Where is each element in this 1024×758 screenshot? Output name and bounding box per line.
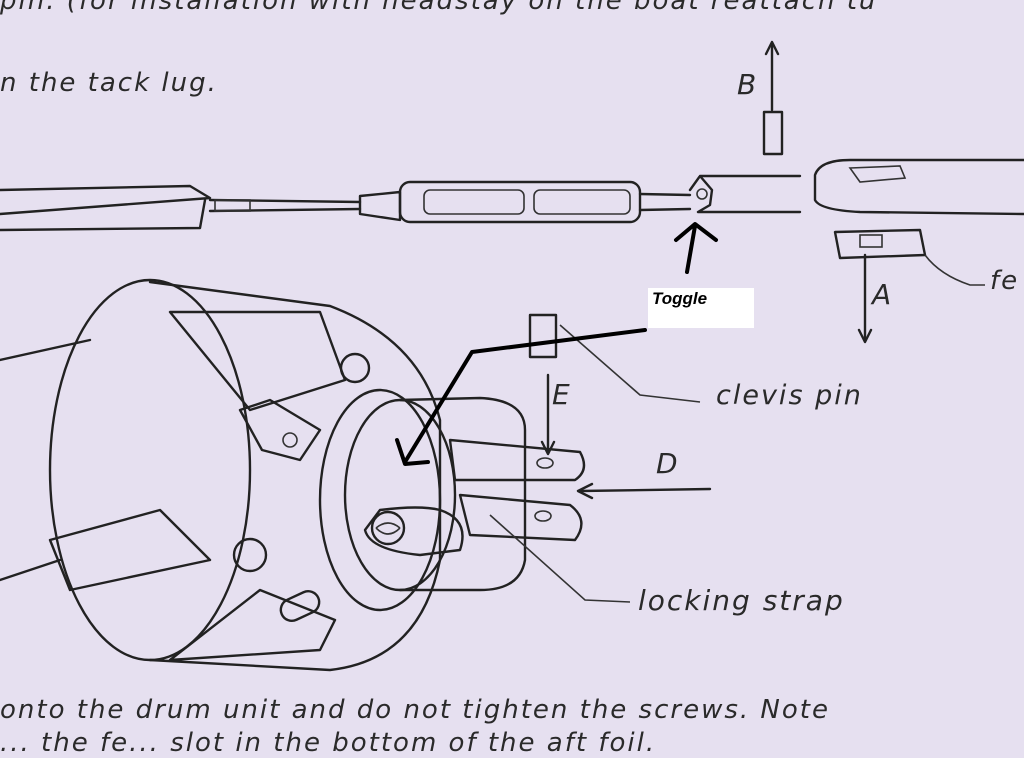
instruction-text-top-line-2: n the tack lug. <box>0 68 218 98</box>
arrow-a <box>857 253 873 344</box>
headstay-assembly <box>0 174 802 232</box>
toggle-label: Toggle <box>652 289 708 308</box>
locking-strap-leader <box>489 514 631 603</box>
instruction-text-top-line-1: pin. (for installation with headstay on … <box>0 0 878 16</box>
clevis-pin-part <box>528 313 701 456</box>
clevis-pin-label: clevis pin <box>716 380 863 411</box>
drum-unit <box>0 278 586 672</box>
locking-strap-label: locking strap <box>638 584 845 617</box>
toggle-annotation-box: Toggle <box>648 288 754 328</box>
label-a: A <box>872 278 892 311</box>
feeder-label-partial: fe <box>990 266 1020 296</box>
toggle-callout-arrow-main <box>395 328 647 466</box>
arrow-b <box>762 40 784 156</box>
arrow-d <box>576 482 712 500</box>
label-b: B <box>737 68 757 101</box>
toggle-callout-arrow-top <box>674 222 718 274</box>
instruction-text-bottom-line-1: onto the drum unit and do not tighten th… <box>0 695 830 725</box>
foil-section <box>813 158 1024 286</box>
label-e: E <box>552 378 570 411</box>
instruction-text-bottom-line-2: ... the fe... slot in the bottom of the … <box>0 728 657 758</box>
label-d: D <box>656 447 678 480</box>
